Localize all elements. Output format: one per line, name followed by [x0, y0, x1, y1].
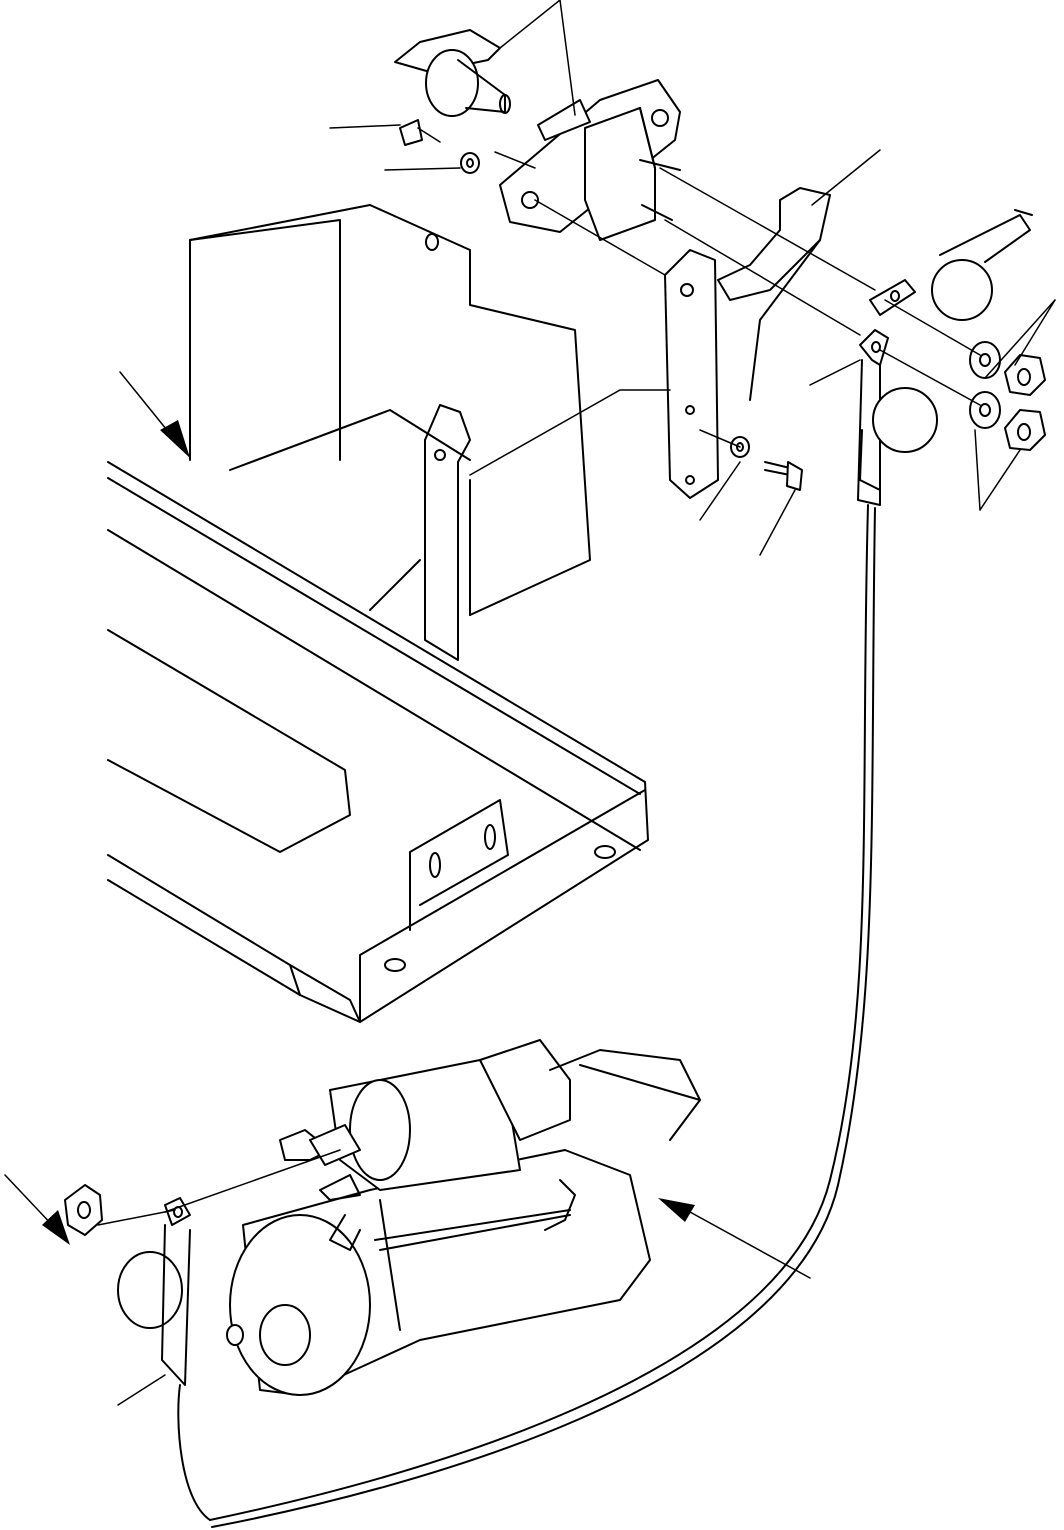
box-mounting-bracket [410, 800, 508, 930]
leader-lines [5, 0, 1055, 1405]
relay-terminal-nuts [1005, 355, 1045, 450]
relay-cable-terminal [870, 210, 1032, 320]
relay-cover [395, 30, 510, 116]
callout-arrows [42, 420, 695, 1245]
relay-bolt [400, 120, 440, 145]
starter-terminal-nut [65, 1185, 102, 1235]
relay-bracket [665, 188, 830, 498]
starter-motor [227, 1040, 700, 1395]
starter-side-terminal [118, 1198, 190, 1385]
box-vertical-strap [425, 405, 470, 660]
relay-terminal-washers [970, 342, 1000, 428]
battery-box [108, 205, 648, 1022]
starter-motor-arrowhead [658, 1198, 695, 1222]
assembly-guide-lines [98, 152, 980, 1225]
battery-relay [500, 80, 680, 240]
battery-box-arrowhead [160, 420, 190, 458]
terminal-nut-arrowhead [42, 1210, 70, 1245]
relay-washer [461, 153, 479, 173]
starter-cable-terminal-boot [858, 330, 937, 505]
bracket-bolt [765, 462, 802, 490]
starter-cable [178, 505, 875, 1527]
